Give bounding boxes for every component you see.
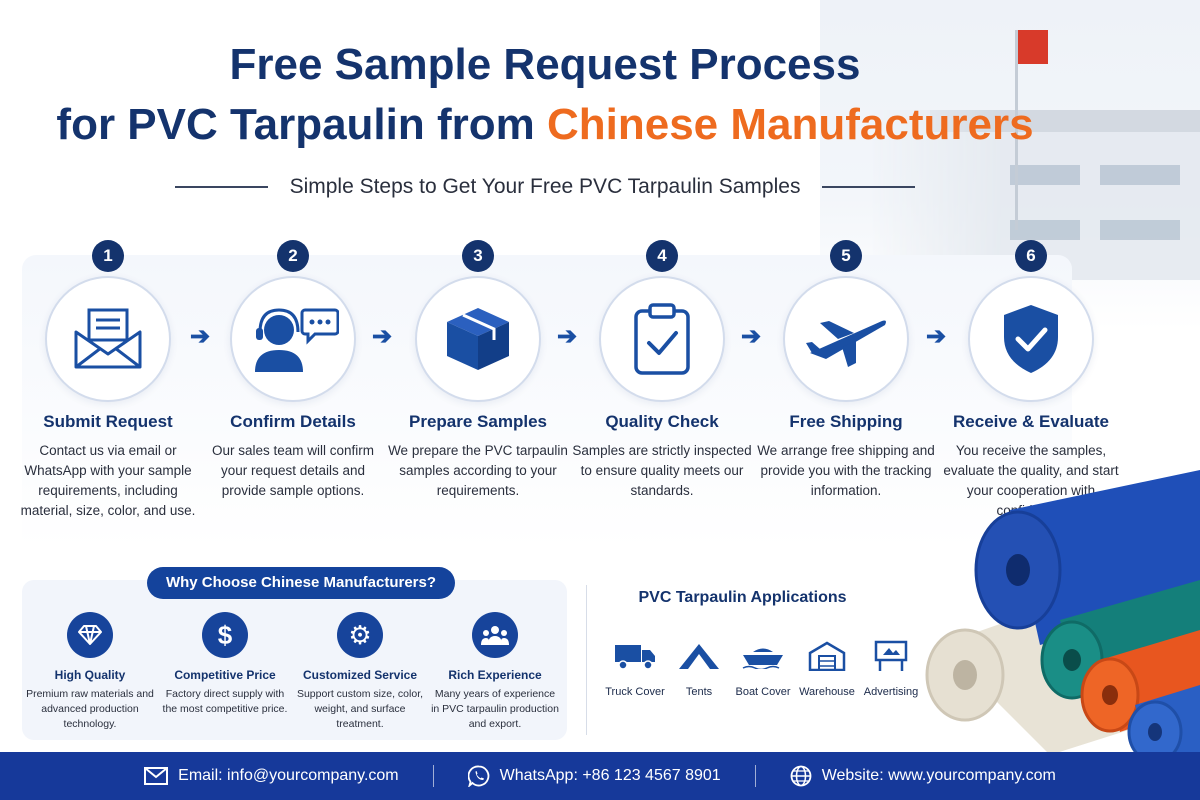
application-label: Boat Cover bbox=[735, 686, 791, 698]
feature-title: Customized Service bbox=[302, 668, 418, 682]
step-number: 6 bbox=[1015, 240, 1047, 272]
people-icon bbox=[472, 612, 518, 658]
why-choose-title: Why Choose Chinese Manufacturers? bbox=[147, 567, 455, 599]
box-icon bbox=[447, 308, 509, 370]
footer-divider bbox=[432, 765, 434, 787]
website-text: Website: www.yourcompany.com bbox=[821, 767, 1056, 784]
email-text: Email: info@yourcompany.com bbox=[178, 767, 399, 784]
warehouse-icon bbox=[791, 638, 863, 674]
boat-icon bbox=[727, 638, 799, 674]
arrow-right-icon: ➔ bbox=[741, 323, 762, 350]
step-description: Our sales team will confirm your request… bbox=[211, 443, 375, 498]
diamond-icon bbox=[67, 612, 113, 658]
application-label: Warehouse bbox=[799, 686, 855, 698]
feature-title: Rich Experience bbox=[448, 668, 542, 682]
feature-customized-service: ⚙ Customized Service Support custom size… bbox=[295, 612, 425, 732]
arrow-right-icon: ➔ bbox=[926, 323, 947, 350]
feature-description: Factory direct supply with the most comp… bbox=[162, 688, 288, 715]
step-description: Contact us via email or WhatsApp with yo… bbox=[20, 443, 196, 518]
feature-competitive-price: $ Competitive Price Factory direct suppl… bbox=[160, 612, 290, 717]
application-label: Truck Cover bbox=[605, 686, 665, 698]
footer-whatsapp[interactable]: WhatsApp: +86 123 4567 8901 bbox=[434, 765, 755, 787]
footer-email[interactable]: Email: info@yourcompany.com bbox=[110, 767, 432, 785]
feature-high-quality: High Quality Premium raw materials and a… bbox=[25, 612, 155, 732]
step-number: 2 bbox=[277, 240, 309, 272]
step-icon-circle bbox=[230, 276, 356, 402]
application-label: Advertising bbox=[863, 686, 919, 698]
feature-title: High Quality bbox=[54, 668, 126, 682]
application-label: Tents bbox=[685, 686, 713, 698]
dollar-icon: $ bbox=[202, 612, 248, 658]
subtitle-rule-left bbox=[175, 186, 268, 188]
subtitle-rule-right bbox=[822, 186, 916, 188]
application-advertising: Advertising bbox=[855, 638, 927, 698]
gear-icon: ⚙ bbox=[337, 612, 383, 658]
step-title: Receive & Evaluate bbox=[953, 412, 1109, 431]
step-number: 4 bbox=[646, 240, 678, 272]
contact-footer: Email: info@yourcompany.com WhatsApp: +8… bbox=[0, 752, 1200, 800]
billboard-icon bbox=[855, 638, 927, 674]
step-icon-circle bbox=[45, 276, 171, 402]
step-icon-circle bbox=[968, 276, 1094, 402]
page-title-line-2: for PVC Tarpaulin from Chinese Manufactu… bbox=[0, 100, 1090, 150]
why-choose-panel bbox=[22, 580, 567, 740]
step-description: We prepare the PVC tarpaulin samples acc… bbox=[388, 443, 568, 498]
feature-description: Many years of experience in PVC tarpauli… bbox=[431, 688, 559, 730]
step-title: Quality Check bbox=[605, 412, 719, 431]
step-title: Prepare Samples bbox=[409, 412, 547, 431]
arrow-right-icon: ➔ bbox=[372, 323, 393, 350]
step-title: Submit Request bbox=[43, 412, 173, 431]
page-title-line-1: Free Sample Request Process bbox=[229, 40, 861, 89]
truck-icon bbox=[599, 638, 671, 674]
applications-title: PVC Tarpaulin Applications bbox=[638, 589, 847, 606]
application-truck-cover: Truck Cover bbox=[599, 638, 671, 698]
headset-agent-icon bbox=[255, 308, 339, 372]
footer-divider bbox=[754, 765, 756, 787]
step-description: Samples are strictly inspected to ensure… bbox=[572, 443, 752, 498]
china-flag bbox=[1018, 30, 1048, 64]
feature-title: Competitive Price bbox=[174, 668, 276, 682]
step-icon-circle bbox=[599, 276, 725, 402]
arrow-right-icon: ➔ bbox=[557, 323, 578, 350]
tent-icon bbox=[663, 638, 735, 674]
envelope-icon bbox=[74, 308, 142, 369]
mail-icon bbox=[144, 767, 169, 785]
application-tents: Tents bbox=[663, 638, 735, 698]
tarpaulin-rolls-image bbox=[925, 470, 1200, 755]
subtitle: Simple Steps to Get Your Free PVC Tarpau… bbox=[289, 175, 801, 198]
whatsapp-text: WhatsApp: +86 123 4567 8901 bbox=[499, 767, 721, 784]
step-title: Free Shipping bbox=[789, 412, 903, 431]
step-number: 1 bbox=[92, 240, 124, 272]
step-icon-circle bbox=[783, 276, 909, 402]
title-highlight: Chinese Manufacturers bbox=[546, 100, 1034, 149]
feature-description: Support custom size, color, weight, and … bbox=[296, 688, 424, 730]
airplane-icon bbox=[806, 320, 886, 367]
step-number: 5 bbox=[830, 240, 862, 272]
step-title: Confirm Details bbox=[230, 412, 356, 431]
globe-icon bbox=[790, 765, 812, 787]
clipboard-check-icon bbox=[634, 303, 690, 375]
factory-building-image bbox=[870, 110, 1200, 280]
step-number: 3 bbox=[462, 240, 494, 272]
application-warehouse: Warehouse bbox=[791, 638, 863, 698]
step-icon-circle bbox=[415, 276, 541, 402]
footer-website[interactable]: Website: www.yourcompany.com bbox=[756, 765, 1090, 787]
subtitle-row: Simple Steps to Get Your Free PVC Tarpau… bbox=[175, 175, 916, 199]
whatsapp-icon bbox=[467, 765, 489, 787]
shield-check-icon bbox=[1004, 305, 1058, 373]
feature-rich-experience: Rich Experience Many years of experience… bbox=[430, 612, 560, 732]
feature-description: Premium raw materials and advanced produ… bbox=[26, 688, 154, 730]
arrow-right-icon: ➔ bbox=[190, 323, 211, 350]
flag-pole bbox=[1015, 30, 1018, 230]
section-divider bbox=[586, 585, 587, 735]
step-description: We arrange free shipping and provide you… bbox=[757, 443, 935, 498]
application-boat-cover: Boat Cover bbox=[727, 638, 799, 698]
title-plain-part: for PVC Tarpaulin from bbox=[56, 100, 547, 149]
